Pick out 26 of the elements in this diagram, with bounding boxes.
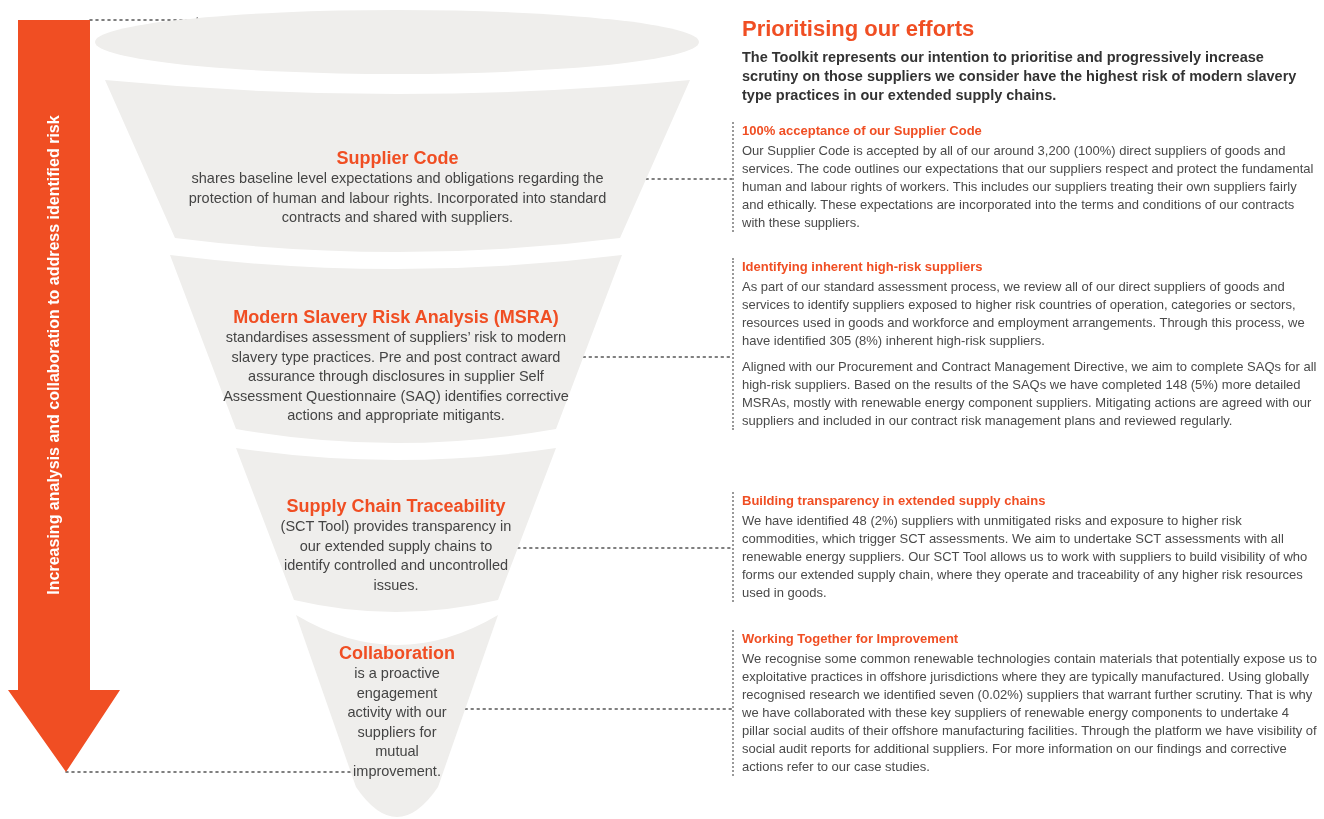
- arrow-label: Increasing analysis and collaboration to address identified risk: [45, 115, 63, 595]
- band-heading: Supplier Code: [335, 148, 460, 169]
- section-paragraph: As part of our standard assessment process, we review all of our direct suppliers of goods and services to identify suppliers exposed to higher risk countries of operation, categories or sectors, resources used in goods and workforce and employment arrangements. Through this process, we have identified 305 (8%) inherent high-risk suppliers.: [742, 278, 1306, 350]
- band-description: standardises assessment of suppliers’ risk to modern slavery type practices. Pre and post contract award assurance through disclosures in supplier Self Assessment Questionnaire (SAQ) identifies corrective actions and appropriate mitigants.: [222, 328, 570, 425]
- page-title: Prioritising our efforts: [742, 16, 975, 42]
- dotted-connector: [645, 178, 733, 180]
- dotted-connector: [582, 356, 733, 358]
- band-heading: Modern Slavery Risk Analysis (MSRA): [232, 307, 560, 328]
- band-description: shares baseline level expectations and obligations regarding the protection of human and labour rights. Incorporated into standard contracts and shared with suppliers.: [187, 169, 608, 227]
- section-heading: 100% acceptance of our Supplier Code: [742, 122, 983, 140]
- section-paragraph: Our Supplier Code is accepted by all of our around 3,200 (100%) direct suppliers of goods and services. The code outlines our expectations that our suppliers respect and protect the fundamental human and labour rights of workers. This includes our suppliers treating their own suppliers fairly and ethically. These expectations are incorporated into the terms and conditions of our contracts with these suppliers.: [742, 142, 1315, 232]
- dotted-connector: [464, 708, 733, 710]
- dotted-connector: [517, 547, 733, 549]
- intro-paragraph: The Toolkit represents our intention to prioritise and progressively increase scrutiny on those suppliers we consider have the highest risk of modern slavery type practices in our extended supply chains.: [742, 48, 1298, 105]
- section-paragraph: Aligned with our Procurement and Contract Management Directive, we aim to complete SAQs for all high-risk suppliers. Based on the results of the SAQs we have completed 148 (5%) more detailed MSRAs, mostly with renewable energy component suppliers. Mitigating actions are agreed with our suppliers and included in our contract risk management plans and reviewed regularly.: [742, 358, 1318, 430]
- band-description: is a proactive engagement activity with our suppliers for mutual improvement.: [346, 664, 448, 781]
- band-heading: Collaboration: [338, 643, 456, 664]
- dotted-connector: [65, 771, 352, 773]
- band-description: (SCT Tool) provides transparency in our extended supply chains to identify controlled and uncontrolled issues.: [279, 517, 513, 595]
- section-heading: Identifying inherent high-risk suppliers: [742, 258, 984, 276]
- section-heading: Working Together for Improvement: [742, 630, 960, 648]
- section-heading: Building transparency in extended supply chains: [742, 492, 1047, 510]
- dotted-connector: [89, 17, 199, 21]
- section-paragraph: We recognise some common renewable technologies contain materials that potentially expose us to exploitative practices in offshore jurisdictions where they are typically manufactured. Using globally recognised research we identified seven (0.02%) suppliers that warrant further scrutiny. That is why we have collaborated with these key suppliers of renewable energy components to undertake 4 pillar social audits of their offshore manufacturing facilities. Through the platform we have visibility of social audit reports for additional suppliers. For more information on our findings and corrective actions refer to our case studies.: [742, 650, 1318, 776]
- band-heading: Supply Chain Traceability: [285, 496, 507, 517]
- section-paragraph: We have identified 48 (2%) suppliers with unmitigated risks and exposure to higher risk commodities, which trigger SCT assessments. We aim to undertake SCT assessments with all renewable energy suppliers. Our SCT Tool allows us to work with suppliers to build visibility of who forms our extended supply chain, where they operate and traceability of any higher risk resources used in goods.: [742, 512, 1309, 602]
